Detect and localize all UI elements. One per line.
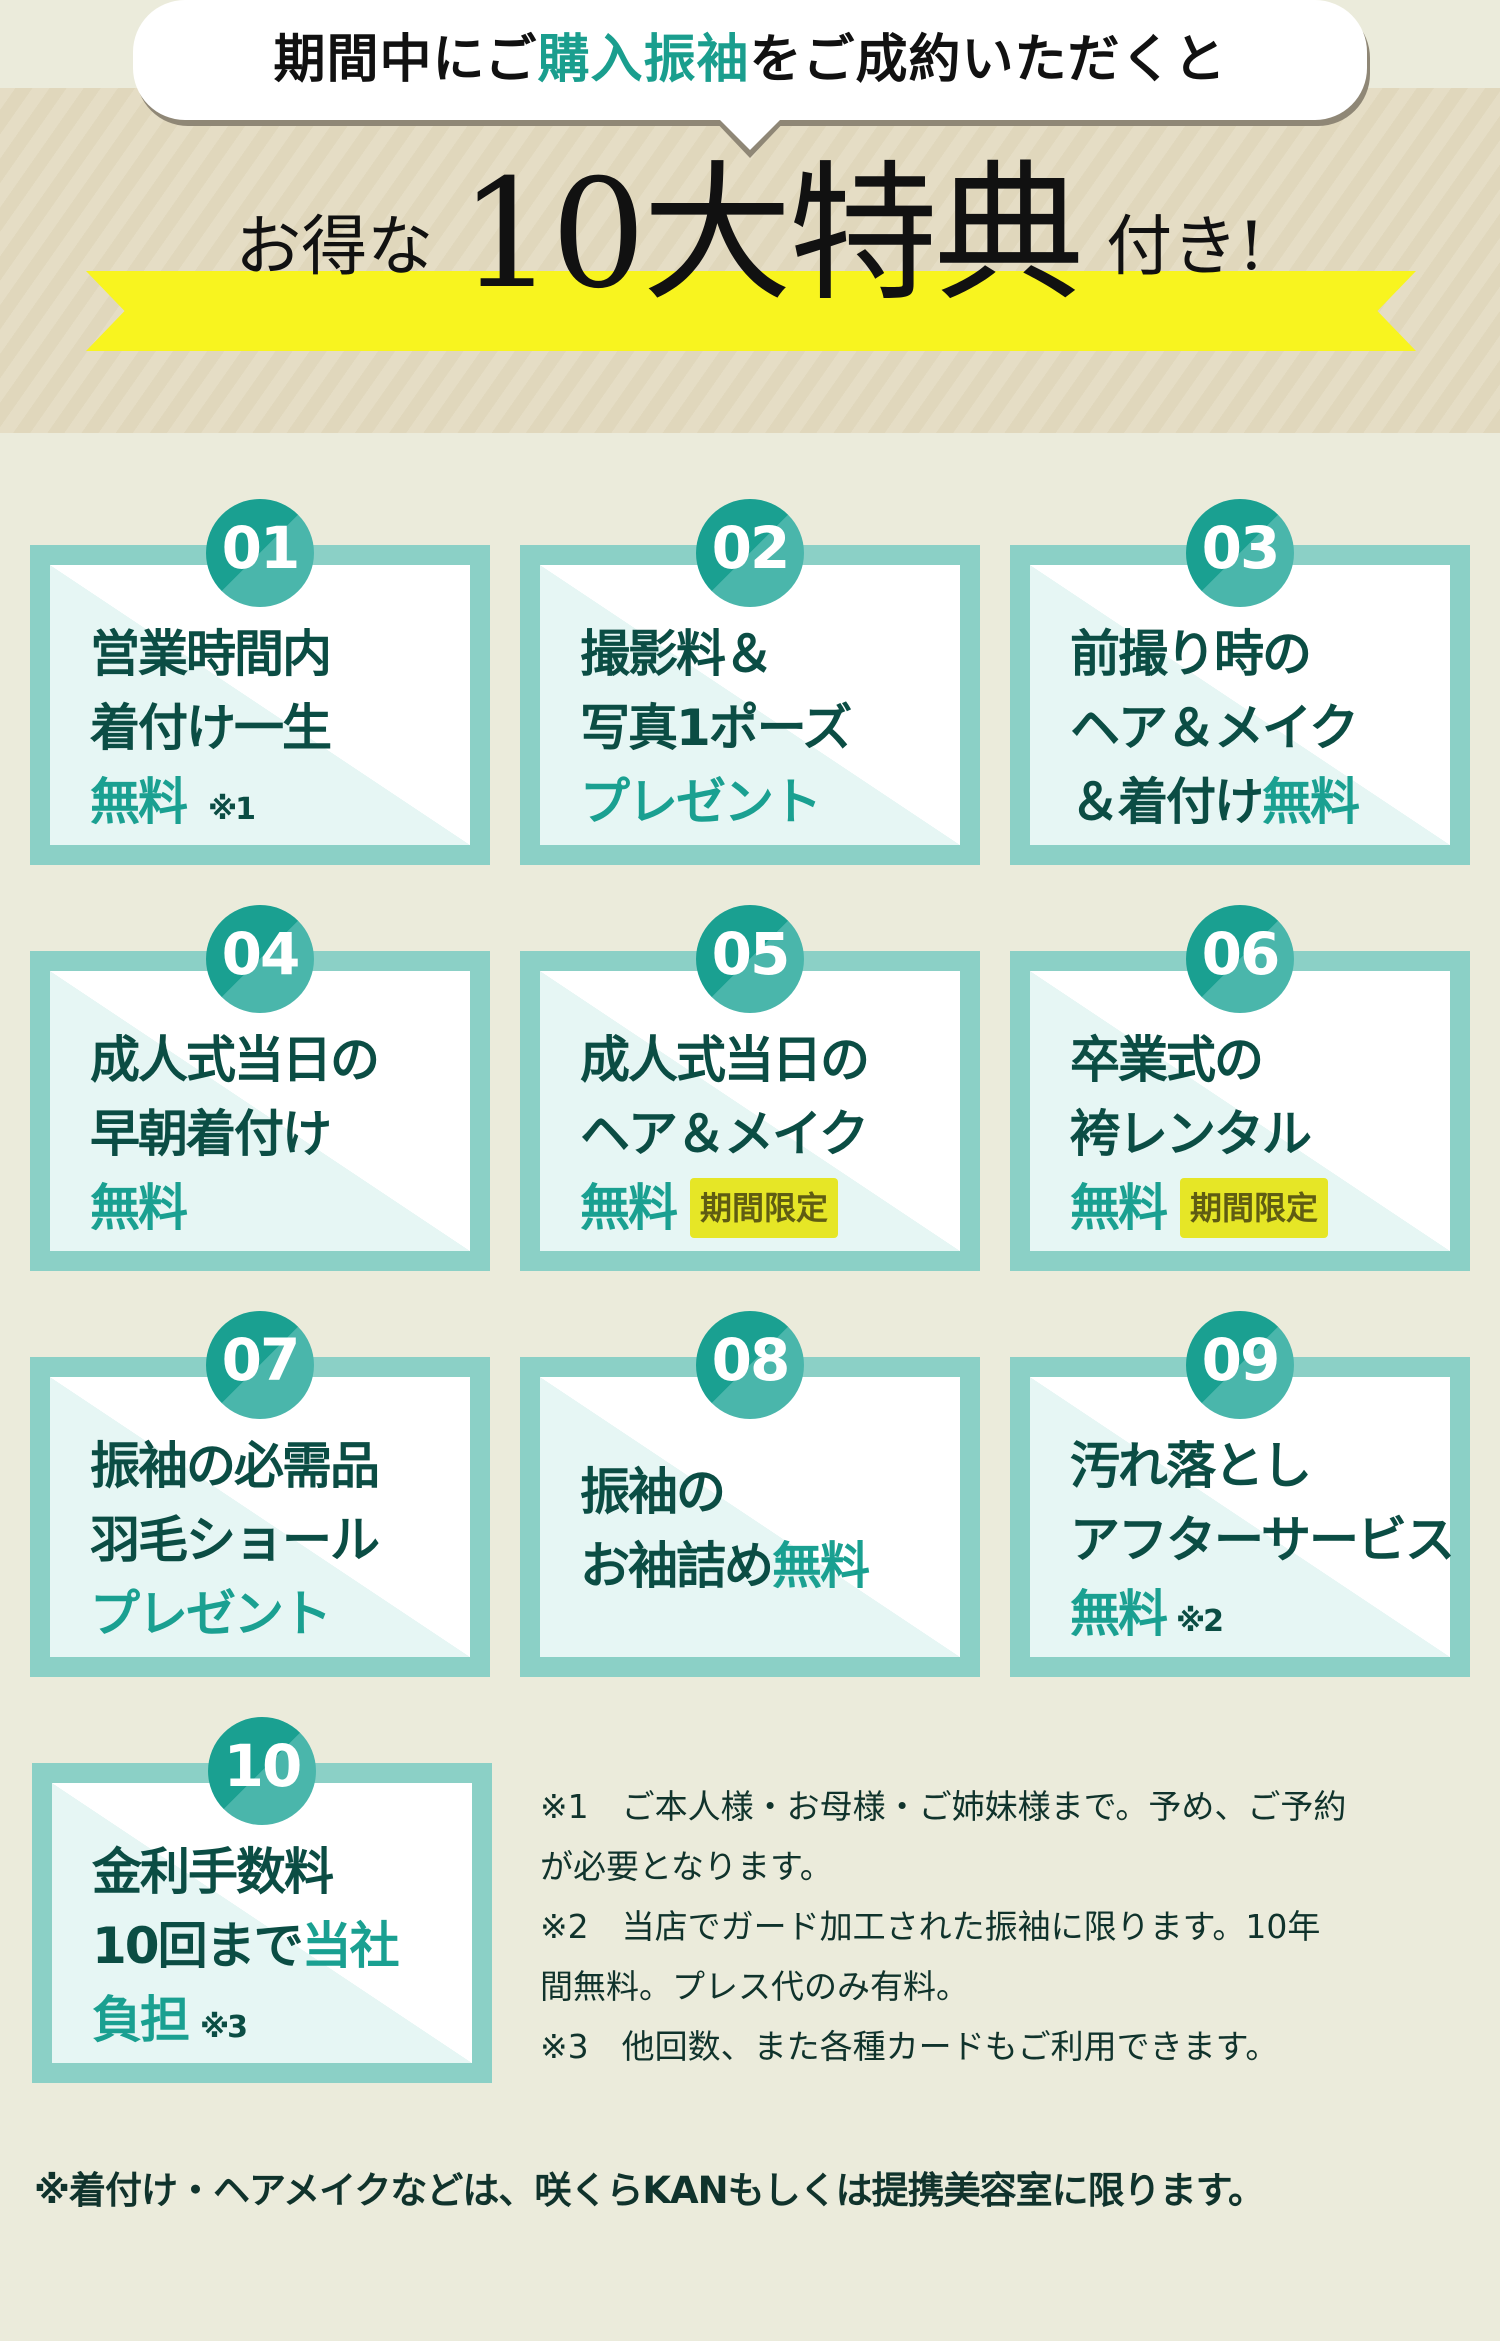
benefit-line: 前撮り時の [1070,625,1312,683]
page-title: お得な 10大特典 付き! [0,160,1500,310]
benefit-line: 営業時間内 [90,625,332,683]
benefit-card-02: 撮影料＆ 写真1ポーズ プレゼント 02 [520,499,980,865]
benefit-accent: 負担 [92,1991,190,2049]
limited-time-badge: 期間限定 [1180,1177,1329,1238]
benefit-accent: 無料 [90,773,188,831]
limited-time-badge: 期間限定 [690,1177,839,1238]
benefit-number-badge: 05 [696,905,804,1013]
benefit-line: 振袖の必需品 [90,1437,380,1495]
benefit-number-badge: 08 [696,1311,804,1419]
benefit-line: 振袖の [580,1463,726,1521]
footnote-line: 間無料。プレス代のみ有料。 [540,1967,969,2006]
benefit-line: ヘア＆メイク [580,1105,869,1163]
benefit-card-01: 営業時間内 着付け一生 無料 ※1 01 [30,499,490,865]
footnote-line: ※2 当店でガード加工された振袖に限ります。10年 [540,1907,1321,1946]
benefit-line: アフターサービス [1070,1511,1455,1569]
benefit-number-badge: 04 [206,905,314,1013]
benefit-number-badge: 09 [1186,1311,1294,1419]
footer-disclaimer: ※着付け・ヘアメイクなどは、咲くらKANもしくは提携美容室に限ります。 [34,2169,1265,2212]
benefit-line: 汚れ落とし [1070,1437,1312,1495]
benefit-line: 撮影料＆ [580,625,774,683]
benefit-line: 袴レンタル [1070,1105,1312,1163]
bubble-text-pre: 期間中にご [273,29,538,90]
bubble-text: 期間中にご購入振袖をご成約いただくと [274,17,1227,92]
benefit-accent: プレゼント [580,773,822,831]
benefit-line: ヘア＆メイク [1070,699,1359,757]
benefit-accent: 無料 [90,1179,188,1237]
benefit-accent: プレゼント [90,1585,332,1643]
benefit-line: 早朝着付け [90,1105,332,1163]
benefit-accent: 無料 [580,1179,678,1237]
yellow-ribbon [86,271,1416,351]
benefit-line: 成人式当日の [90,1031,380,1089]
headline-pre: お得な [235,208,434,285]
benefit-line: 写真1ポーズ [580,699,852,757]
headline-post: 付き! [1106,208,1265,285]
benefit-card-04: 成人式当日の 早朝着付け 無料 04 [30,905,490,1271]
benefit-line: ＆着付け [1070,773,1264,831]
footnote-mark: ※3 [200,2010,248,2045]
benefit-number-badge: 03 [1186,499,1294,607]
benefit-accent: 無料 [1070,1179,1168,1237]
benefit-card-09: 汚れ落とし アフターサービス 無料※2 09 [1010,1311,1470,1677]
benefit-number-badge: 07 [206,1311,314,1419]
benefit-number-badge: 01 [206,499,314,607]
footnote-line: が必要となります。 [540,1847,833,1886]
speech-bubble-tail [716,116,784,150]
benefit-number-badge: 10 [208,1717,316,1825]
benefit-line: 金利手数料 [92,1843,334,1901]
benefit-line: 10回まで [92,1917,304,1975]
benefit-line: 着付け一生 [90,699,332,757]
benefit-line: お袖詰め [580,1537,774,1595]
footnote-line: ※3 他回数、また各種カードもご利用できます。 [540,2027,1279,2066]
footnote-mark: ※1 [208,792,256,827]
benefit-line: 成人式当日の [580,1031,870,1089]
benefit-card-05: 成人式当日の ヘア＆メイク 無料期間限定 05 [520,905,980,1271]
footnote-mark: ※2 [1176,1604,1224,1639]
benefit-card-10: 金利手数料 10回まで当社 負担 ※3 10 [32,1717,492,2083]
benefit-card-08: 振袖の お袖詰め無料 08 [520,1311,980,1677]
headline-big: 10大特典 [459,148,1084,322]
benefit-accent: 無料 [1262,773,1360,831]
benefit-accent: 無料 [772,1537,870,1595]
benefit-accent: 当社 [301,1917,400,1975]
bubble-text-post: をご成約いただくと [749,29,1227,90]
benefit-card-03: 前撮り時の ヘア＆メイク ＆着付け無料 03 [1010,499,1470,865]
benefit-card-07: 振袖の必需品 羽毛ショール プレゼント 07 [30,1311,490,1677]
benefit-number-badge: 06 [1186,905,1294,1013]
speech-bubble: 期間中にご購入振袖をご成約いただくと [133,0,1367,120]
benefit-card-06: 卒業式の 袴レンタル 無料期間限定 06 [1010,905,1470,1271]
benefit-number-badge: 02 [696,499,804,607]
benefit-line: 卒業式の [1070,1031,1264,1089]
footnote-line: ※1 ご本人様・お母様・ご姉妹様まで。予め、ご予約 [540,1787,1347,1826]
bubble-text-highlight: 購入振袖 [537,29,750,90]
benefit-line: 羽毛ショール [90,1511,380,1569]
footnotes: ※1 ご本人様・お母様・ご姉妹様まで。予め、ご予約 が必要となります。 ※2 当… [540,1777,1490,2077]
benefit-accent: 無料 [1070,1585,1168,1643]
